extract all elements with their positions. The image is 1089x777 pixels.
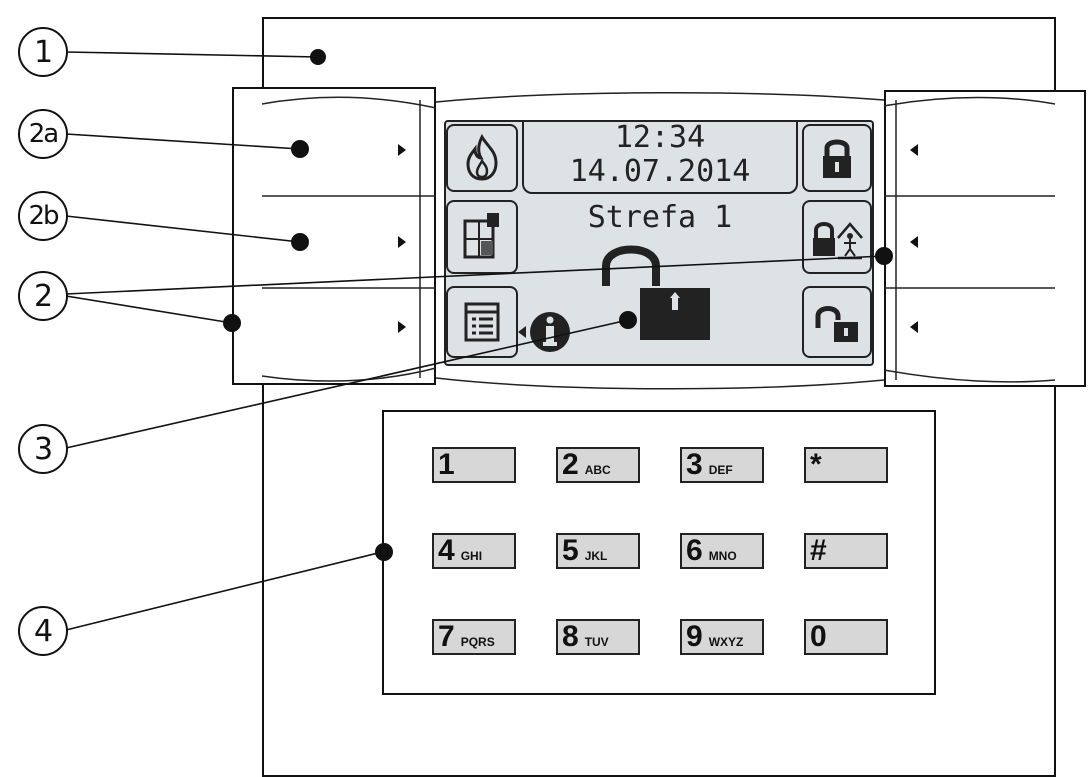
lcd-key-arm[interactable] (802, 124, 872, 192)
keypad-key-0[interactable]: 0 (804, 619, 888, 655)
key-digit: 3 (686, 448, 703, 481)
callout-4: 4 (18, 606, 68, 656)
key-letters: MNO (708, 549, 737, 563)
arrow-left-icon (910, 236, 918, 248)
key-letters: GHI (460, 549, 483, 563)
key-digit: 7 (438, 620, 455, 653)
left-button-panel (232, 87, 436, 385)
key-digit: # (810, 534, 827, 567)
keypad-key-9[interactable]: 9 WXYZ (680, 619, 764, 655)
lcd-key-arm-home[interactable] (802, 200, 872, 274)
info-indicator (516, 306, 576, 358)
keypad-key-1[interactable]: 1 (432, 447, 516, 483)
lcd-date: 14.07.2014 (569, 154, 751, 189)
key-digit: 0 (810, 620, 827, 653)
arrow-right-icon (398, 321, 406, 333)
padlock-open-icon (602, 245, 710, 340)
callout-1: 1 (18, 27, 68, 77)
arrow-left-icon (910, 321, 918, 333)
lcd-key-disarm[interactable] (802, 286, 872, 358)
callout-2a: 2a (18, 109, 68, 159)
callout-2b: 2b (18, 191, 68, 241)
key-letters: PQRS (460, 635, 495, 649)
lock-closed-icon (823, 139, 851, 178)
lcd-key-fire[interactable] (446, 124, 518, 192)
keypad-key-5[interactable]: 5 JKL (556, 533, 640, 569)
key-digit: 1 (438, 448, 455, 481)
keypad-key-3[interactable]: 3 DEF (680, 447, 764, 483)
info-icon (518, 312, 570, 352)
keypad-key-2[interactable]: 2 ABC (556, 447, 640, 483)
key-digit: 5 (562, 534, 579, 567)
keypad-key-7[interactable]: 7 PQRS (432, 619, 516, 655)
callout-3: 3 (18, 424, 68, 474)
keypad-key-6[interactable]: 6 MNO (680, 533, 764, 569)
key-letters: JKL (584, 549, 608, 563)
keypad-key-hash[interactable]: # (804, 533, 888, 569)
key-letters: WXYZ (708, 635, 744, 649)
diagram-lines (65, 49, 1056, 631)
key-letters: ABC (584, 463, 611, 477)
key-letters: DEF (708, 463, 733, 477)
zone-plan-icon (463, 213, 499, 259)
keypad-key-8[interactable]: 8 TUV (556, 619, 640, 655)
key-digit: 9 (686, 620, 703, 653)
arrow-left-icon (910, 144, 918, 156)
lcd-time: 12:34 (614, 120, 706, 155)
key-digit: 8 (562, 620, 579, 653)
lcd-key-menu[interactable] (446, 286, 518, 358)
zone-status-indicator (596, 236, 726, 348)
fire-icon (466, 133, 498, 181)
key-letters: TUV (584, 635, 609, 649)
lcd-key-zones[interactable] (446, 200, 518, 274)
lock-open-icon (815, 306, 858, 342)
key-digit: 4 (438, 534, 455, 567)
arrow-right-icon (398, 144, 406, 156)
menu-list-icon (464, 302, 500, 342)
keypad-key-4[interactable]: 4 GHI (432, 533, 516, 569)
keypad-key-star[interactable]: * (804, 447, 888, 483)
lcd-zone-label: Strefa 1 (587, 200, 733, 235)
arrow-right-icon (398, 236, 406, 248)
key-digit: 6 (686, 534, 703, 567)
key-digit: * (810, 448, 822, 481)
callout-2: 2 (18, 271, 68, 321)
key-digit: 2 (562, 448, 579, 481)
lcd-clock-box (522, 122, 798, 194)
